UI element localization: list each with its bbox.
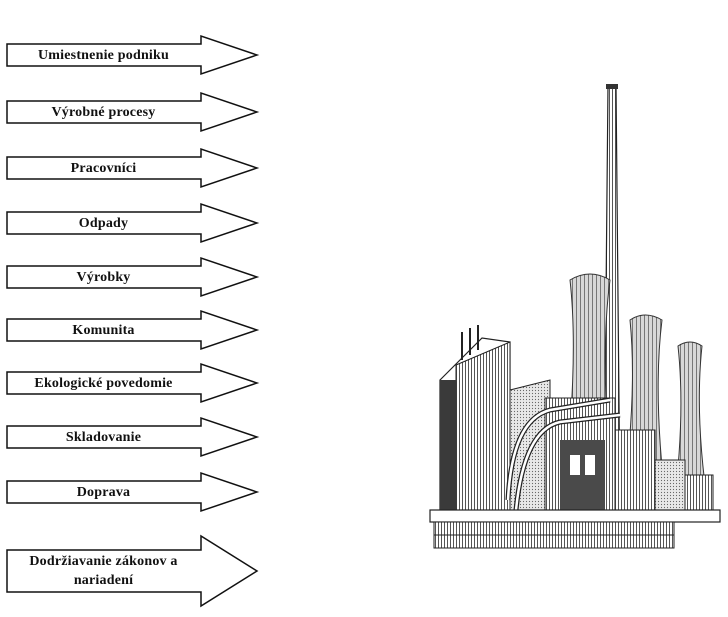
factor-label: Výrobky [76, 269, 131, 285]
factor-label: Odpady [78, 215, 129, 231]
factor-arrow: Ekologické povedomie [6, 362, 260, 404]
arrow-shape [6, 534, 259, 608]
factor-arrow: Skladovanie [6, 416, 260, 458]
factor-arrow: Odpady [6, 202, 260, 244]
arrow-shape [6, 471, 260, 513]
factor-arrow: Výrobné procesy [6, 91, 260, 133]
arrow-shape [6, 416, 260, 458]
main-building [439, 325, 511, 521]
factor-arrow: Doprava [6, 471, 260, 513]
arrow-shape [6, 147, 260, 189]
arrow-shape [6, 309, 260, 351]
factor-label: Skladovanie [65, 429, 142, 445]
factor-label: Umiestnenie podniku [38, 47, 169, 63]
factor-arrow: Komunita [6, 309, 260, 351]
factor-label: Ekologické povedomie [34, 375, 173, 391]
arrow-shape [6, 202, 260, 244]
factor-label: Dodržiavanie zákonov a nariadení [29, 554, 178, 588]
arrow-shape [6, 34, 260, 76]
factor-label: Výrobné procesy [51, 104, 156, 120]
factor-label: Pracovníci [70, 160, 137, 176]
factor-arrow: Dodržiavanie zákonov a nariadení [6, 534, 259, 608]
factor-label: Doprava [76, 484, 131, 500]
factor-arrow: Pracovníci [6, 147, 260, 189]
factor-arrow: Výrobky [6, 256, 260, 298]
arrow-shape [6, 91, 260, 133]
base-platform [429, 509, 721, 549]
industrial-plant-illustration [429, 84, 721, 549]
factor-label: Komunita [72, 322, 135, 338]
arrow-shape [6, 256, 260, 298]
factor-arrow: Umiestnenie podniku [6, 34, 260, 76]
arrow-shape [6, 362, 260, 404]
